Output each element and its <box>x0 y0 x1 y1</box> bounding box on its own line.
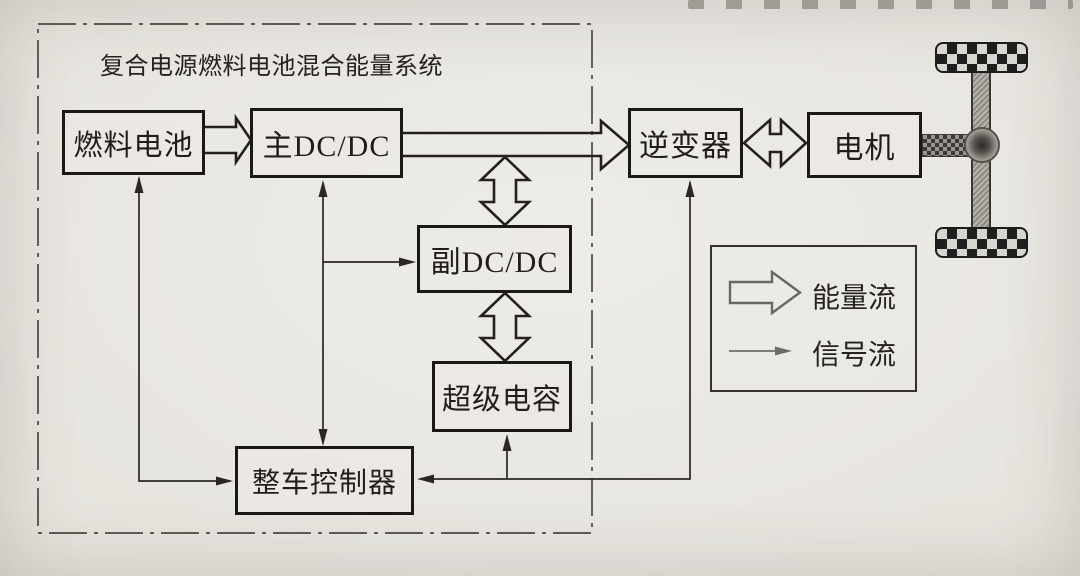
block-motor-label: 电机 <box>833 132 896 165</box>
block-inverter: 逆变器 <box>628 108 743 178</box>
block-main-dcdc: 主DC/DC <box>250 108 403 178</box>
arrowhead-down-controller <box>318 429 328 446</box>
block-vehicle-controller-label: 整车控制器 <box>251 467 397 499</box>
block-supercapacitor: 超级电容 <box>432 361 572 432</box>
legend-signal-flow-label: 信号流 <box>812 340 897 371</box>
differential-hub <box>964 127 1000 163</box>
block-motor: 电机 <box>807 112 922 178</box>
system-boundary-box <box>37 23 593 534</box>
arrowhead-left-controller <box>417 474 434 484</box>
arrowhead-up-maindcdc <box>318 180 328 197</box>
energy-arrow-fuelcell-to-maindcdc <box>205 113 253 167</box>
block-aux-dcdc-label: 副DC/DC <box>430 246 559 279</box>
energy-arrow-auxdcdc-supercap-bidirectional <box>477 291 533 363</box>
signal-line-controller-fuelcell <box>138 178 230 482</box>
legend-energy-flow-label: 能量流 <box>812 283 897 314</box>
cropped-page-text-fragment <box>688 0 1073 9</box>
arrowhead-up-supercap <box>502 434 512 451</box>
block-inverter-label: 逆变器 <box>639 130 732 163</box>
block-fuel-cell: 燃料电池 <box>62 110 205 175</box>
system-title: 复合电源燃料电池混合能量系统 <box>100 54 443 80</box>
block-supercapacitor-label: 超级电容 <box>441 383 562 416</box>
legend-box <box>710 245 917 392</box>
block-main-dcdc-label: 主DC/DC <box>262 130 391 163</box>
arrowhead-up-fuelcell <box>134 176 144 193</box>
arrowhead-right-auxdcdc <box>399 257 416 267</box>
energy-arrow-maindcdc-to-inverter <box>403 118 631 172</box>
legend-signal-arrowhead-icon <box>775 346 792 356</box>
energy-arrow-inverter-motor-bidirectional <box>742 117 808 169</box>
energy-arrow-bus-auxdcdc-bidirectional <box>477 155 533 227</box>
arrowhead-up-inverter <box>685 180 695 197</box>
block-vehicle-controller: 整车控制器 <box>235 446 414 515</box>
legend-energy-arrow-icon <box>728 269 803 316</box>
wheel-bottom <box>935 227 1028 258</box>
signal-line-controller-inverter <box>420 182 691 480</box>
wheel-top <box>935 42 1028 73</box>
block-fuel-cell-label: 燃料电池 <box>73 129 194 162</box>
arrowhead-right-controller <box>216 476 233 486</box>
block-aux-dcdc: 副DC/DC <box>417 225 572 293</box>
